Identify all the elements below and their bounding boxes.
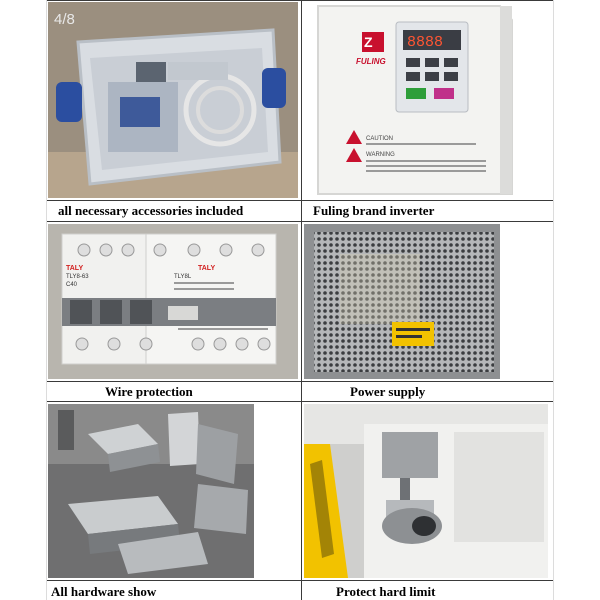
grid-line-row1b [46, 221, 554, 222]
caption-limit: Protect hard limit [336, 584, 436, 599]
grid-line-center [301, 0, 302, 600]
caution-label: CAUTION [366, 136, 393, 142]
page-counter: 4/8 [54, 11, 75, 28]
grid-line-top [46, 0, 554, 1]
power-supply-photo [304, 224, 500, 379]
breaker-photo: TALY TLY8-63 C40 TALY TLY8L [48, 224, 298, 379]
warning-label: WARNING [366, 152, 395, 158]
svg-text:Z: Z [364, 34, 373, 50]
breaker-logo-left: TALY [66, 265, 83, 272]
caption-power: Power supply [350, 384, 426, 399]
caption-accessories: all necessary accessories included [58, 203, 244, 218]
fuling-logo-text: FULING [356, 57, 386, 66]
hard-limit-photo [304, 404, 548, 578]
breaker-logo-right: TALY [198, 265, 215, 272]
inverter-photo: Z FULING 8888 CAUTION WARNING [304, 2, 553, 198]
breaker-model-left: TLY8-63 [66, 274, 89, 280]
grid-line-row2b [46, 401, 554, 402]
accessories-photo: 4/8 [48, 2, 298, 198]
caption-wire: Wire protection [105, 384, 193, 399]
caption-inverter: Fuling brand inverter [313, 203, 435, 218]
grid-line-row3 [46, 580, 554, 581]
grid-line-row1 [46, 200, 554, 201]
grid-line-right [553, 0, 554, 600]
caption-hardware: All hardware show [51, 584, 157, 599]
breaker-model-right: TLY8L [174, 274, 192, 280]
inverter-display: 8888 [407, 34, 443, 51]
grid-line-row2 [46, 381, 554, 382]
hardware-photo [48, 404, 254, 578]
grid-line-left [46, 0, 47, 600]
breaker-rating-left: C40 [66, 282, 78, 288]
